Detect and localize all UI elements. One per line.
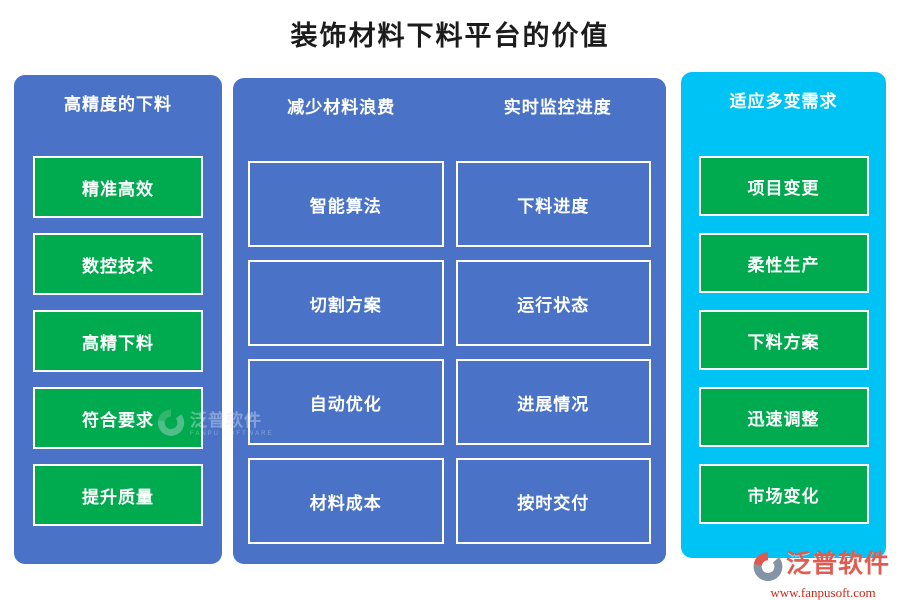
middle-item-material-cost: 材料成本	[248, 458, 444, 544]
middle-item-smart-algorithm: 智能算法	[248, 161, 444, 247]
panel-adapt-to-change: 适应多变需求 项目变更 柔性生产 下料方案 迅速调整 市场变化	[681, 72, 886, 558]
middle-item-cutting-progress: 下料进度	[455, 161, 651, 247]
footer-brand-logo: 泛普软件 www.fanpusoft.com	[752, 547, 894, 600]
page-title: 装饰材料下料平台的价值	[290, 21, 610, 51]
right-item-cutting-plan: 下料方案	[698, 310, 869, 370]
panel-middle-header-reduce-waste: 减少材料浪费	[287, 98, 396, 117]
panel-middle-header-realtime-monitoring: 实时监控进度	[503, 98, 612, 117]
panel-left-items: 精准高效 数控技术 高精下料 符合要求 提升质量	[14, 156, 222, 526]
panel-middle-headers: 减少材料浪费 实时监控进度	[233, 93, 666, 118]
panel-middle-grid: 智能算法 下料进度 切割方案 运行状态 自动优化 进展情况 材料成本 按时交付	[248, 161, 651, 544]
panel-high-precision: 高精度的下料 精准高效 数控技术 高精下料 符合要求 提升质量	[14, 75, 222, 564]
brand-url: www.fanpusoft.com	[770, 585, 876, 600]
brand-name: 泛普软件	[786, 550, 891, 578]
middle-item-auto-optimization: 自动优化	[248, 359, 444, 445]
middle-item-on-time-delivery: 按时交付	[455, 458, 651, 544]
right-item-rapid-adjustment: 迅速调整	[698, 387, 869, 447]
fanpu-logo-icon	[752, 547, 784, 588]
panel-waste-and-monitoring: 减少材料浪费 实时监控进度 智能算法 下料进度 切割方案 运行状态 自动优化 进…	[233, 78, 666, 564]
left-item-meets-requirements: 符合要求	[33, 387, 203, 449]
right-item-flexible-production: 柔性生产	[698, 233, 869, 293]
footer-brand-row: 泛普软件	[752, 547, 894, 588]
middle-item-cutting-plan: 切割方案	[248, 260, 444, 346]
middle-item-progress-status: 进展情况	[455, 359, 651, 445]
left-item-high-precision-cutting: 高精下料	[33, 310, 203, 372]
panel-right-items: 项目变更 柔性生产 下料方案 迅速调整 市场变化	[681, 156, 886, 524]
panel-left-header: 高精度的下料	[64, 95, 172, 114]
left-item-cnc-technology: 数控技术	[33, 233, 203, 295]
panel-right-header: 适应多变需求	[729, 92, 838, 111]
left-item-accurate-efficient: 精准高效	[33, 156, 203, 218]
left-item-improve-quality: 提升质量	[33, 464, 203, 526]
right-item-project-change: 项目变更	[698, 156, 869, 216]
right-item-market-change: 市场变化	[698, 464, 869, 524]
middle-item-running-status: 运行状态	[455, 260, 651, 346]
